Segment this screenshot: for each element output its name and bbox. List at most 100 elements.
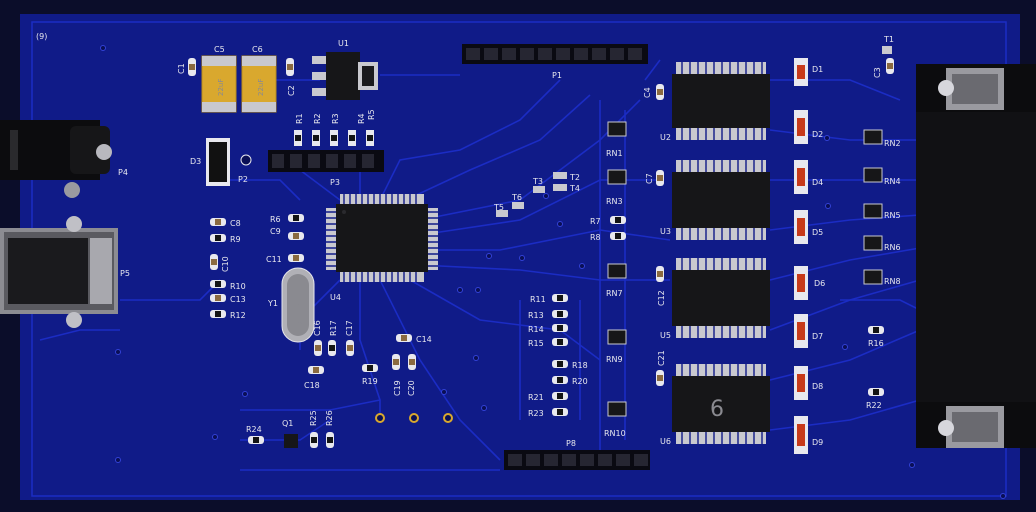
label-d3: D3	[190, 157, 201, 166]
label-r12: R12	[230, 311, 246, 320]
label-c20: C20	[407, 380, 416, 396]
label-d4: D4	[812, 178, 823, 187]
label-r25: R25	[309, 410, 318, 426]
resistor-networks-left	[607, 121, 627, 417]
label-u3: U3	[660, 227, 671, 236]
label-c18: C18	[304, 381, 320, 390]
pin-header-p1	[462, 44, 648, 64]
label-rn8: RN8	[884, 277, 901, 286]
label-d7: D7	[812, 332, 823, 341]
label-r23: R23	[528, 409, 544, 418]
label-r18: R18	[572, 361, 588, 370]
dc-power-jack-p4	[0, 120, 112, 198]
label-r3: R3	[331, 113, 340, 124]
label-c5: C5	[214, 45, 225, 54]
test-points	[496, 172, 567, 217]
label-u6: U6	[660, 437, 671, 446]
resistor-array-r1-r5: R1 R2 R3 R4 R5	[294, 109, 376, 146]
c6-marking: 22uF	[257, 79, 265, 96]
label-rn3: RN3	[606, 197, 623, 206]
label-r13: R13	[528, 311, 544, 320]
pad-p2	[240, 154, 252, 166]
label-c17: C17	[345, 320, 354, 336]
label-r26: R26	[325, 410, 334, 426]
ic-u3	[672, 160, 770, 240]
label-d1: D1	[812, 65, 823, 74]
label-c2: C2	[287, 85, 296, 96]
label-r11: R11	[530, 295, 546, 304]
label-c19: C19	[393, 380, 402, 396]
label-p2: P2	[238, 175, 248, 184]
label-r8: R8	[590, 233, 601, 242]
label-t5: T5	[493, 203, 504, 212]
label-u1: U1	[338, 39, 349, 48]
tantalum-cap-c6: 22uF	[241, 55, 277, 113]
label-t4: T4	[569, 184, 580, 193]
label-c11: C11	[266, 255, 282, 264]
label-r5: R5	[367, 109, 376, 120]
label-r22: R22	[866, 401, 882, 410]
label-r10: R10	[230, 282, 246, 291]
vias	[100, 45, 1006, 499]
label-p1: P1	[552, 71, 562, 80]
voltage-regulator-u1	[312, 52, 378, 100]
u6-marking: 6	[710, 397, 724, 422]
label-r4: R4	[357, 113, 366, 124]
c5-marking: 22uF	[217, 79, 225, 96]
board-number: (9)	[36, 32, 47, 41]
label-t1: T1	[883, 35, 894, 44]
label-rn9: RN9	[606, 355, 623, 364]
label-r6: R6	[270, 215, 281, 224]
led-column	[794, 58, 808, 454]
resistor-column-mid	[552, 294, 568, 416]
label-c1: C1	[177, 63, 186, 74]
label-c9: C9	[270, 227, 281, 236]
label-r24: R24	[246, 425, 262, 434]
label-c3: C3	[873, 67, 882, 78]
label-p4: P4	[118, 168, 128, 177]
diode-d3	[206, 138, 230, 186]
label-d8: D8	[812, 382, 823, 391]
label-r1: R1	[295, 113, 304, 124]
label-d6: D6	[814, 279, 825, 288]
resistor-networks-right	[863, 129, 883, 285]
label-t2: T2	[569, 173, 580, 182]
label-u2: U2	[660, 133, 671, 142]
label-u5: U5	[660, 331, 671, 340]
ic-u6: 6	[672, 364, 770, 444]
ic-u5	[672, 258, 770, 338]
test-point-t1	[882, 46, 892, 54]
label-rn6: RN6	[884, 243, 901, 252]
label-c6: C6	[252, 45, 263, 54]
label-p3: P3	[330, 178, 340, 187]
label-rn1: RN1	[606, 149, 623, 158]
label-y1: Y1	[267, 299, 278, 308]
transistor-q1	[284, 434, 298, 448]
through-hole-pads	[375, 413, 453, 423]
label-r7: R7	[590, 217, 601, 226]
label-d9: D9	[812, 438, 823, 447]
tantalum-cap-c5: 22uF	[201, 55, 237, 113]
label-p5: P5	[120, 269, 130, 278]
crystal-y1: 18.432	[281, 267, 315, 343]
label-c8: C8	[230, 219, 241, 228]
label-c10: C10	[221, 256, 230, 272]
label-rn5: RN5	[884, 211, 901, 220]
label-d5: D5	[812, 228, 823, 237]
usb-b-connector-p5	[0, 216, 118, 328]
label-r15: R15	[528, 339, 544, 348]
ic-u2	[672, 62, 770, 140]
label-c14: C14	[416, 335, 432, 344]
label-u4: U4	[330, 293, 341, 302]
label-rn2: RN2	[884, 139, 901, 148]
label-r19: R19	[362, 377, 378, 386]
crystal-frequency: 18.432	[292, 296, 305, 335]
label-r20: R20	[572, 377, 588, 386]
pin-header-p8	[504, 450, 650, 470]
label-c7: C7	[645, 173, 654, 184]
label-c4: C4	[643, 87, 652, 98]
label-c12: C12	[657, 290, 666, 306]
label-t6: T6	[511, 193, 522, 202]
label-r9: R9	[230, 235, 241, 244]
pin-header-p3	[268, 150, 384, 172]
